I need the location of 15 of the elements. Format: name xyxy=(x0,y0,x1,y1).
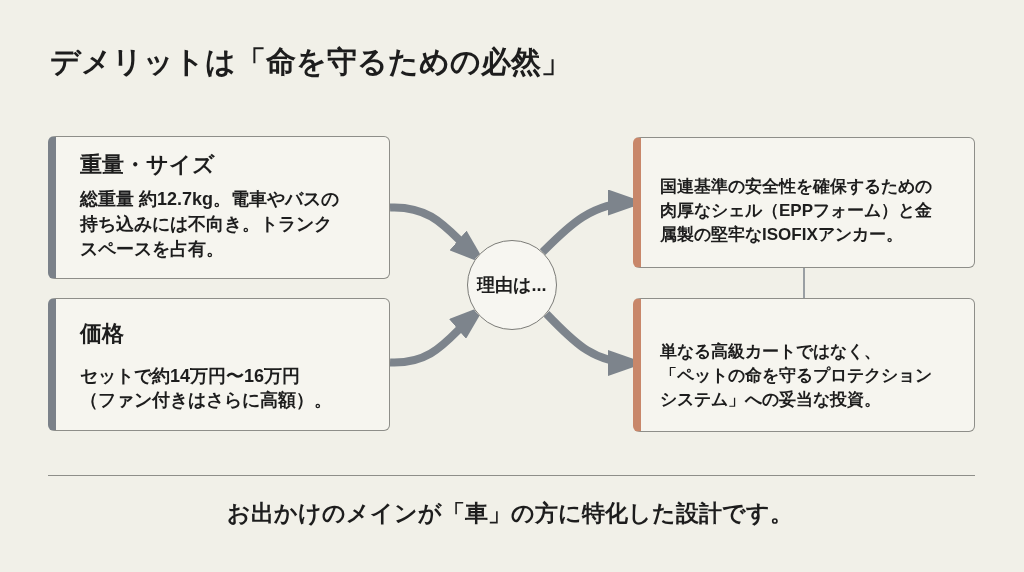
info-card xyxy=(48,136,390,279)
connector-line xyxy=(803,267,805,299)
card-text: セットで約14万円〜16万円（ファン付きはさらに高額）。 xyxy=(80,364,333,412)
card-heading: 重量・サイズ xyxy=(80,150,216,179)
caption: お出かけのメインが「車」の方に特化した設計です。 xyxy=(227,500,793,526)
card-heading: 価格 xyxy=(80,319,125,348)
info-card xyxy=(48,298,390,431)
card-text: 国連基準の安全性を確保するための肉厚なシェル（EPPフォーム）と金属製の堅牢なISOFIXアンカー。 xyxy=(660,175,934,246)
info-card xyxy=(633,137,975,268)
card-text: 単なる高級カートではなく、「ペットの命を守るプロテクションシステム」への妥当な投資。 xyxy=(660,340,933,411)
info-card xyxy=(633,298,975,432)
card-text: 総重量 約12.7kg。電車やバスの持ち込みには不向き。トランクスペースを占有。 xyxy=(80,187,341,261)
circle xyxy=(467,240,557,330)
title: デメリットは「命を守るための必然」 xyxy=(50,45,571,79)
circle-label: 理由は... xyxy=(477,274,547,297)
